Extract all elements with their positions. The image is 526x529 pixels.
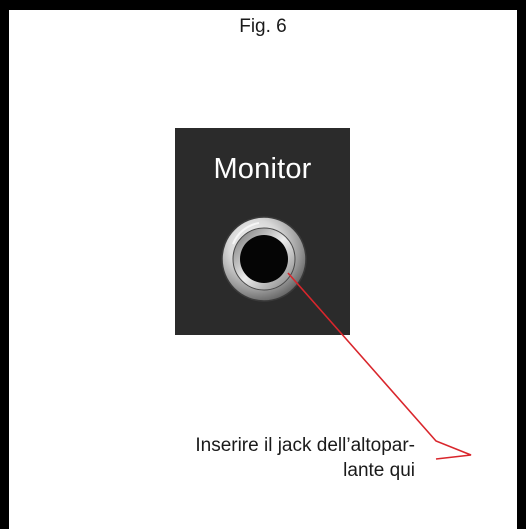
jack-socket-graphic (221, 216, 307, 302)
jack-socket-icon (219, 214, 309, 304)
figure-caption: Fig. 6 (239, 16, 287, 37)
callout-line-2: lante qui (343, 460, 415, 481)
monitor-panel: Monitor (175, 128, 350, 335)
callout-text: Inserire il jack dell’altopar- lante qui (195, 433, 415, 483)
jack-hole (240, 235, 288, 283)
panel-label: Monitor (213, 153, 312, 185)
jack-highlight (232, 222, 260, 245)
callout-line-1: Inserire il jack dell’altopar- (195, 435, 415, 456)
